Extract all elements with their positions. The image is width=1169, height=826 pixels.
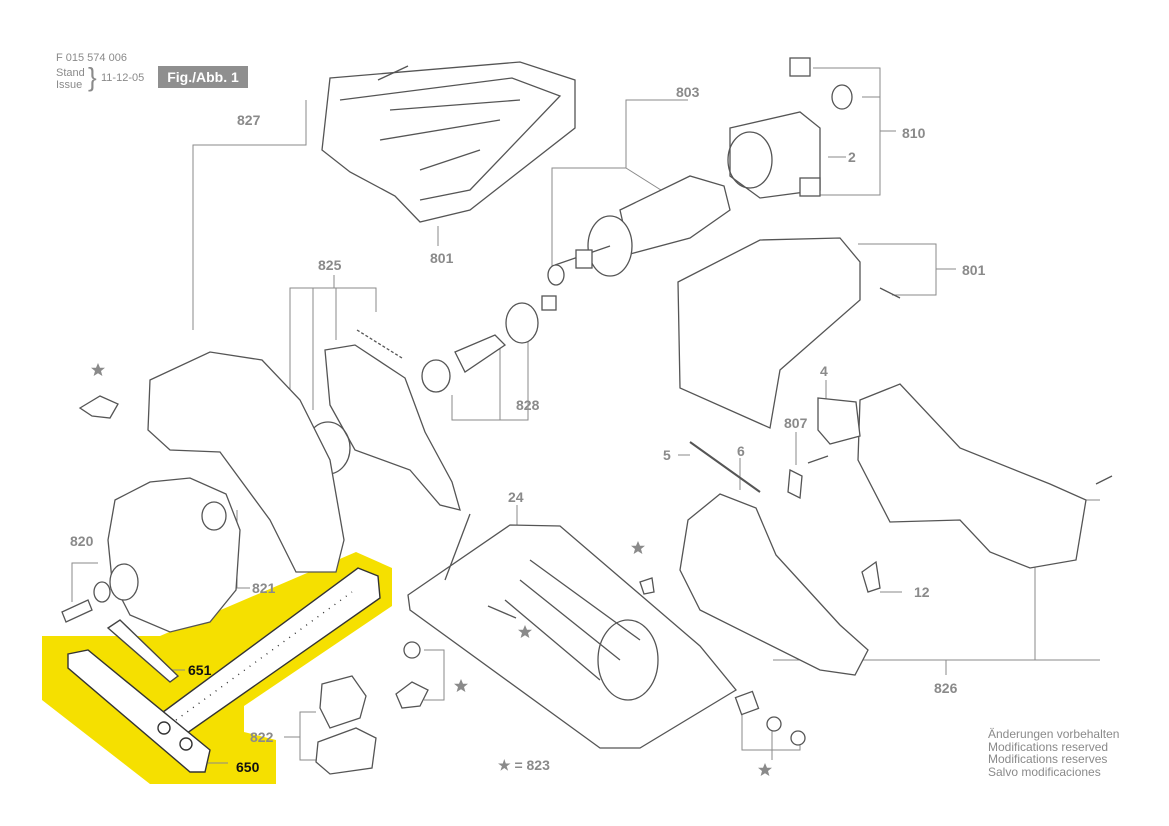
bearing-part <box>831 84 853 110</box>
bearing-part <box>505 302 539 344</box>
label-5: 5 <box>663 447 671 463</box>
star-icon <box>91 363 105 376</box>
stand-label: Stand <box>56 67 85 79</box>
label-650: 650 <box>236 759 260 775</box>
housing-half-part <box>321 61 576 223</box>
base-plate-part <box>407 524 737 749</box>
label-821: 821 <box>252 580 276 596</box>
label-803: 803 <box>676 84 700 100</box>
note-line: Änderungen vorbehalten <box>988 727 1120 741</box>
label-801-right: 801 <box>962 262 986 278</box>
star-legend: ★ = 823 <box>498 757 550 773</box>
label-825: 825 <box>318 257 342 273</box>
motor-housing-part <box>677 237 861 429</box>
label-828: 828 <box>516 397 540 413</box>
lever-part <box>319 675 367 729</box>
switch-part <box>817 397 861 445</box>
parts-art <box>61 57 1113 775</box>
brace-glyph: } <box>88 62 97 92</box>
label-801-upper: 801 <box>430 250 454 266</box>
handle-part <box>679 493 869 676</box>
label-651: 651 <box>188 662 212 678</box>
note-line: Modifications reserved <box>988 739 1109 754</box>
note-line: Modifications reserves <box>988 752 1108 767</box>
label-6: 6 <box>737 443 745 459</box>
label-807: 807 <box>784 415 808 431</box>
blade-guard-part <box>147 351 345 573</box>
spring-clip-part <box>861 560 881 593</box>
label-2: 2 <box>848 149 856 165</box>
hex-key-part <box>106 619 180 683</box>
note-line: Salvo modificaciones <box>988 764 1101 779</box>
figure-tag: Fig./Abb. 1 <box>158 66 248 88</box>
doc-number: F 015 574 006 <box>56 52 127 64</box>
label-12: 12 <box>914 584 930 600</box>
label-810: 810 <box>902 125 926 141</box>
knob-part <box>78 395 119 419</box>
issue-date: 11-12-05 <box>101 72 145 84</box>
star-icon <box>631 541 645 554</box>
brush-part <box>789 57 811 77</box>
bracket-part <box>315 727 377 775</box>
leader-lines <box>71 67 1100 764</box>
flange-part <box>109 563 139 601</box>
label-4: 4 <box>820 363 828 379</box>
label-822: 822 <box>250 729 274 745</box>
label-820: 820 <box>70 533 94 549</box>
saw-blade-part <box>107 477 241 633</box>
issue-label: Issue <box>56 79 83 91</box>
armature-part <box>619 175 731 255</box>
star-icon <box>758 763 772 776</box>
handle-grip-part <box>857 383 1087 569</box>
label-827: 827 <box>237 112 261 128</box>
wing-knob-part <box>395 681 429 709</box>
parallel-guide-part <box>67 567 381 773</box>
label-826: 826 <box>934 680 958 696</box>
modification-notes: Änderungen vorbehalten Modifications res… <box>988 728 1119 778</box>
spindle-part <box>454 334 507 373</box>
brush-part <box>799 177 821 197</box>
blade-screw-part <box>61 599 93 623</box>
star-icon <box>454 679 468 692</box>
label-24: 24 <box>508 489 524 505</box>
